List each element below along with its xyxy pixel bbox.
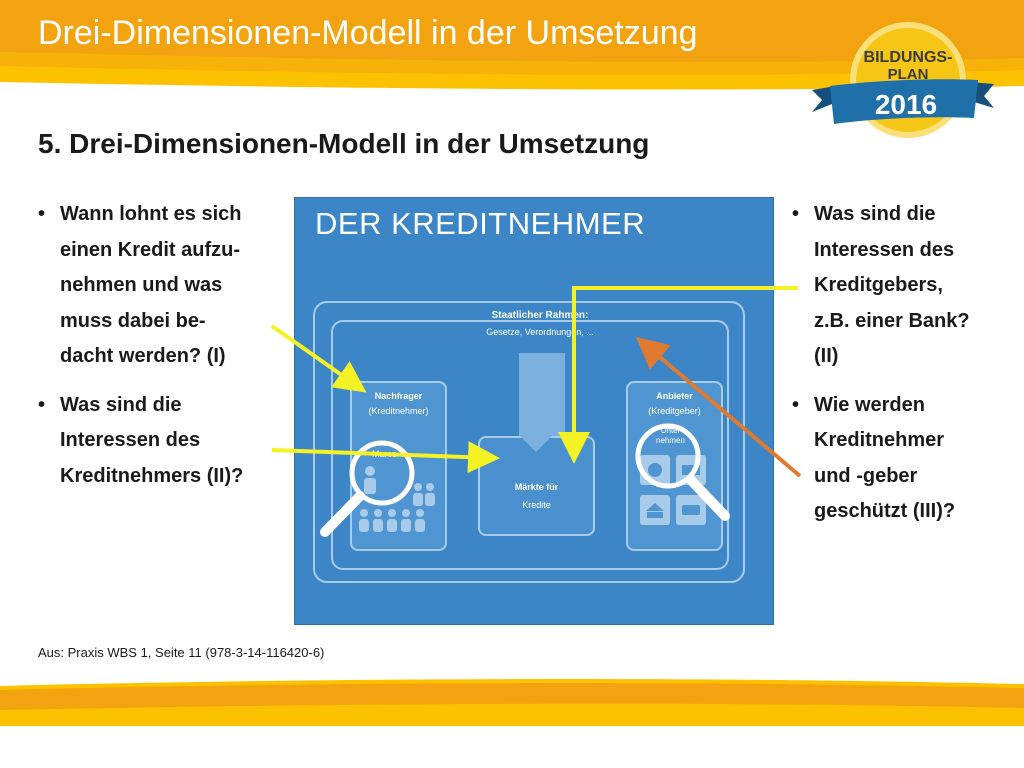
header-bar: Drei-Dimensionen-Modell in der Umsetzung [0, 0, 1024, 100]
demand-panel-subtitle: (Kreditnehmer) [368, 406, 429, 416]
bullet-dot-icon: • [792, 203, 800, 225]
bullet-line: einen Kredit aufzu- [60, 238, 241, 261]
bullet-line: Interessen des [60, 429, 201, 451]
framework-connector [519, 353, 565, 441]
magnifier-icons [320, 423, 730, 537]
bullet-line: geschützt (III)? [814, 500, 956, 522]
framework-subtitle: Gesetze, Verordnungen, ... [486, 327, 594, 337]
bullet-line: Kreditgebers, [814, 274, 943, 296]
bildungsplan-badge: BILDUNGS- PLAN 2016 [812, 22, 994, 138]
diagram-title: DER KREDITNEHMER [315, 206, 646, 241]
bullet-line: (II) [814, 345, 839, 367]
left-bullet-list: • Wann lohnt es sich einen Kredit aufzu-… [38, 197, 283, 507]
header-title: Drei-Dimensionen-Modell in der Umsetzung [38, 14, 698, 52]
bullet-line: nehmen und was [60, 274, 223, 296]
badge-year: 2016 [875, 89, 937, 120]
left-bullet-2: • Was sind die Interessen des Kreditnehm… [38, 388, 283, 495]
footer-bar [0, 679, 1024, 726]
people-group-icon [359, 466, 435, 532]
bullet-line: z.B. einer Bank? [814, 309, 970, 332]
market-subtitle: Kredite [522, 500, 551, 510]
bullet-dot-icon: • [38, 393, 46, 416]
slide-subtitle: 5. Drei-Dimensionen-Modell in der Umsetz… [38, 128, 650, 159]
bullet-line: Kreditnehmers (II)? [60, 464, 244, 487]
badge-line1: BILDUNGS- [864, 49, 953, 66]
bullet-line: dacht werden? (I) [60, 345, 226, 367]
right-bullet-1: • Was sind die Interessen des Kreditgebe… [792, 197, 1012, 375]
magnifier-right-icon [635, 423, 730, 521]
market-title: Märkte für [514, 482, 559, 492]
header-background [0, 0, 1024, 100]
demand-panel: Nachfrager (Kreditnehmer) Marco [350, 381, 447, 551]
badge-line2: PLAN [888, 66, 929, 83]
market-notch [520, 436, 552, 452]
bullet-dot-icon: • [38, 203, 46, 225]
bullet-line: muss dabei be- [60, 309, 206, 332]
bullet-line: Wie werden [814, 393, 925, 416]
magnifier-left-icon [320, 440, 415, 537]
bullet-line: Kreditnehmer [814, 429, 945, 451]
bullet-line: Interessen des [814, 238, 955, 261]
bullet-line: Was sind die [814, 203, 936, 225]
right-bullet-2: • Wie werden Kreditnehmer und -geber ges… [792, 388, 1012, 530]
bullet-line: Wann lohnt es sich [60, 203, 242, 225]
framework-title: Staatlicher Rahmen: [491, 310, 589, 321]
left-bullet-1: • Wann lohnt es sich einen Kredit aufzu-… [38, 197, 283, 375]
demand-panel-title: Nachfrager [374, 391, 423, 401]
bullet-line: Was sind die [60, 393, 182, 416]
right-bullet-list: • Was sind die Interessen des Kreditgebe… [792, 197, 1012, 543]
bullet-dot-icon: • [792, 393, 800, 416]
kreditnehmer-diagram: DER KREDITNEHMER Staatlicher Rahmen: Ges… [294, 197, 774, 625]
framework-label: Staatlicher Rahmen: Gesetze, Verordnunge… [465, 310, 615, 356]
source-citation: Aus: Praxis WBS 1, Seite 11 (978-3-14-11… [38, 645, 325, 660]
bullet-line: und -geber [814, 464, 918, 487]
